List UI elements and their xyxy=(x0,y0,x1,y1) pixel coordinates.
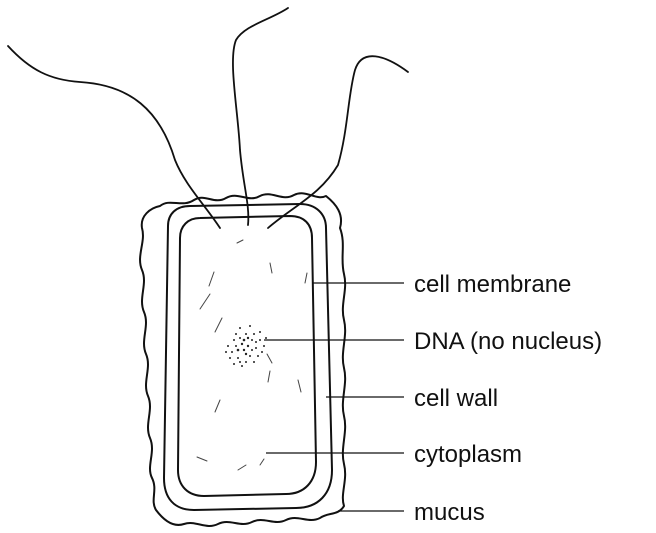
cytoplasm-marks xyxy=(197,240,307,470)
dna-nucleoid xyxy=(225,325,267,367)
cell-membrane xyxy=(178,216,316,496)
label-cell-membrane: cell membrane xyxy=(414,271,571,298)
label-dna: DNA (no nucleus) xyxy=(414,328,602,355)
flagellum-left xyxy=(8,46,220,228)
flagellum-right xyxy=(268,56,408,228)
label-cytoplasm: cytoplasm xyxy=(414,441,522,468)
label-mucus: mucus xyxy=(414,499,485,526)
flagellum-middle xyxy=(233,8,288,225)
cell-wall xyxy=(164,204,332,510)
flagella xyxy=(8,8,408,228)
label-cell-wall: cell wall xyxy=(414,385,498,412)
